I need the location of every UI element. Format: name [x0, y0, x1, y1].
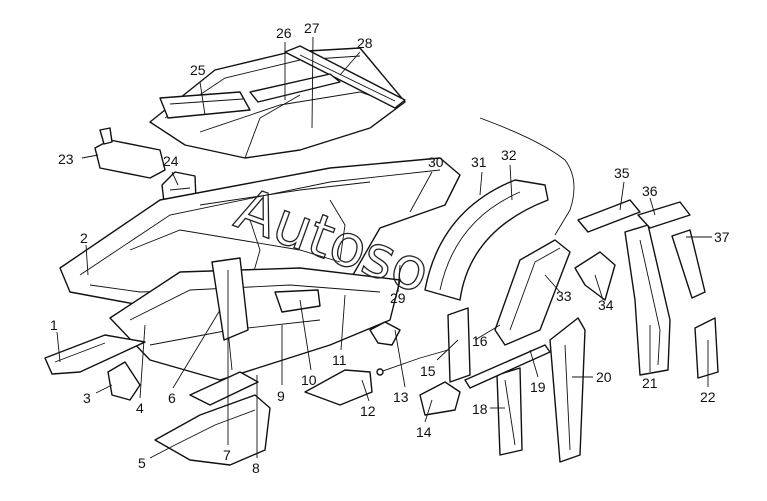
b-pillar-outer — [549, 317, 586, 463]
callout-21: 21 — [642, 375, 658, 391]
callout-13: 13 — [393, 389, 409, 405]
b-pillar-lower — [447, 307, 471, 383]
callout-32: 32 — [501, 147, 517, 163]
callout-20: 20 — [596, 369, 612, 385]
callout-24: 24 — [163, 153, 179, 169]
rear-rail — [154, 371, 271, 466]
b-pillar-reinforcement — [496, 367, 523, 456]
callout-25: 25 — [190, 62, 206, 78]
callout-14: 14 — [416, 424, 432, 440]
callout-29: 29 — [390, 290, 406, 306]
wheel-arch-inner — [424, 179, 549, 301]
callout-2: 2 — [80, 230, 88, 246]
callout-22: 22 — [700, 389, 716, 405]
rear-pillar-strip — [671, 229, 706, 299]
floor-pan — [59, 157, 461, 306]
sun-visor — [94, 127, 166, 179]
side-sill — [44, 334, 146, 375]
roof-bow-rear — [159, 91, 251, 119]
center-tunnel — [211, 257, 249, 341]
callout-1: 1 — [50, 317, 58, 333]
sill-strip — [464, 344, 551, 389]
callout-34: 34 — [598, 297, 614, 313]
callout-4: 4 — [136, 400, 144, 416]
callout-37: 37 — [714, 229, 730, 245]
rear-corner-piece — [637, 201, 691, 229]
floor-bracket-small — [419, 381, 461, 416]
callout-26: 26 — [276, 25, 292, 41]
callout-15: 15 — [420, 363, 436, 379]
leader-lines — [56, 36, 712, 459]
callout-27: 27 — [304, 20, 320, 36]
callout-30: 30 — [428, 154, 444, 170]
callout-8: 8 — [252, 460, 260, 476]
rear-bracket — [694, 317, 719, 379]
callout-11: 11 — [332, 352, 347, 368]
long-cable — [479, 117, 575, 236]
callout-6: 6 — [168, 390, 176, 406]
callout-7: 7 — [223, 447, 231, 463]
callout-3: 3 — [83, 390, 91, 406]
front-pillar — [494, 239, 571, 346]
callout-9: 9 — [277, 388, 285, 404]
roof-bow-center — [249, 73, 341, 103]
callout-16: 16 — [472, 333, 488, 349]
c-pillar — [624, 224, 671, 376]
callout-10: 10 — [301, 372, 317, 388]
callout-12: 12 — [360, 403, 376, 419]
callout-numbers: 1 2 3 4 5 6 7 8 9 10 11 12 13 14 15 16 1… — [50, 20, 730, 476]
small-bracket — [107, 361, 141, 401]
callout-19: 19 — [530, 379, 546, 395]
cable-rod — [376, 347, 456, 376]
callout-36: 36 — [642, 183, 658, 199]
callout-18: 18 — [472, 401, 488, 417]
roof-rail-front — [284, 45, 406, 109]
roof-rail-side — [577, 199, 641, 233]
mount-bracket — [304, 321, 401, 406]
callout-33: 33 — [556, 288, 572, 304]
callout-28: 28 — [357, 35, 373, 51]
callout-35: 35 — [614, 165, 630, 181]
callout-31: 31 — [471, 154, 487, 170]
floor-crossmember — [274, 289, 321, 313]
callout-23: 23 — [58, 151, 74, 167]
callout-5: 5 — [138, 455, 146, 471]
